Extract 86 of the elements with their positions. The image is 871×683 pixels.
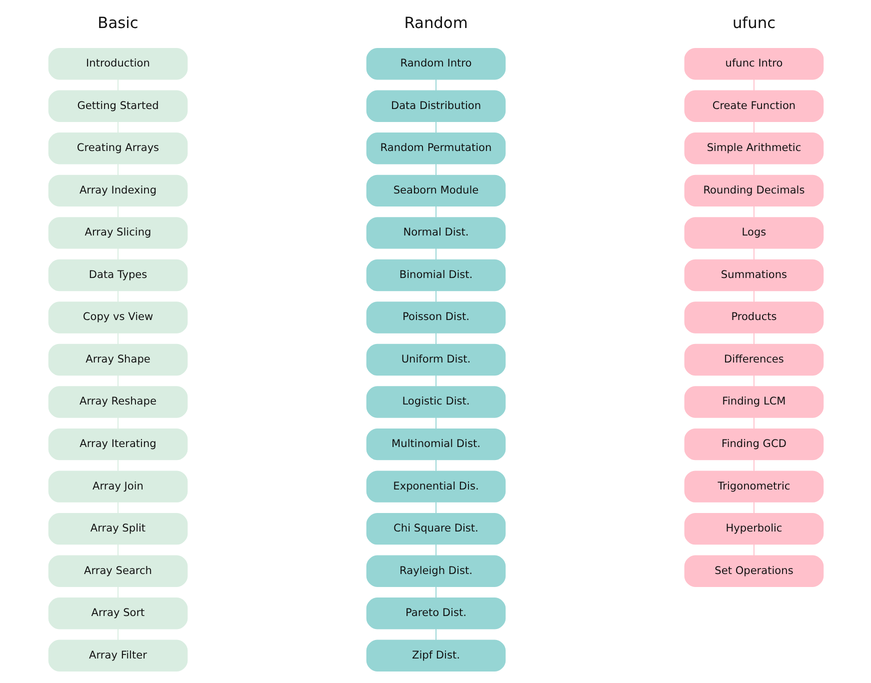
connector [753,121,754,134]
connector [435,417,436,430]
connector [435,628,436,640]
connector [117,502,118,514]
node-box: Copy vs View [48,302,188,334]
node-box: Simple Arithmetic [684,132,824,164]
node-box: Array Split [48,512,188,545]
node-box: Hyperbolic [684,512,824,545]
node-box: Data Types [48,259,188,292]
connector [753,502,754,514]
node-box: Logs [684,217,824,249]
connector [117,374,118,387]
node-box: Create Function [684,90,824,122]
connector [435,544,436,556]
connector [753,417,754,430]
node-box: Poisson Dist. [366,302,506,334]
node-box: Zipf Dist. [366,640,506,672]
connector [117,544,118,556]
node-box: Finding GCD [684,428,824,460]
connector [435,332,436,345]
node-box: Array Indexing [48,174,188,207]
connector [753,163,754,176]
connector [117,121,118,134]
connector [435,374,436,387]
connector [753,459,754,472]
connector [117,332,118,345]
node-box: Array Join [48,470,188,502]
node-box: Data Distribution [366,90,506,122]
node-box: Summations [684,259,824,292]
node-box: Array Filter [48,640,188,672]
connector [435,502,436,514]
node-box: Pareto Dist. [366,598,506,630]
connector [753,206,754,218]
connector [753,332,754,345]
node-box: Exponential Dis. [366,470,506,502]
node-box: Logistic Dist. [366,386,506,418]
connector [435,121,436,134]
connector [435,586,436,598]
node-box: Array Slicing [48,217,188,249]
node-box: Differences [684,344,824,376]
node-box: Array Shape [48,344,188,376]
connector [753,374,754,387]
connector [117,628,118,640]
connector [117,459,118,472]
connector [117,290,118,302]
node-box: Seaborn Module [366,174,506,207]
node-box: Products [684,302,824,334]
connector [117,206,118,218]
node-box: Random Intro [366,48,506,80]
node-box: Array Reshape [48,386,188,418]
node-box: Set Operations [684,555,824,587]
connector [753,78,754,91]
node-box: Rayleigh Dist. [366,555,506,587]
connector [753,248,754,260]
connector [435,290,436,302]
node-box: ufunc Intro [684,48,824,80]
connector [117,78,118,91]
node-box: Array Sort [48,598,188,630]
connector [435,78,436,91]
connector [753,544,754,556]
node-box: Uniform Dist. [366,344,506,376]
node-box: Trigonometric [684,470,824,502]
connector [435,163,436,176]
connector [753,290,754,302]
node-box: Rounding Decimals [684,174,824,207]
node-box: Random Permutation [366,132,506,164]
connector [435,459,436,472]
node-box: Introduction [48,48,188,80]
label: Basic [97,14,138,32]
node-box: Getting Started [48,90,188,122]
node-box: Creating Arrays [48,132,188,164]
node-box: Chi Square Dist. [366,512,506,545]
node-box: Finding LCM [684,386,824,418]
connector [117,417,118,430]
label: Random [404,14,468,32]
node-box: Multinomial Dist. [366,428,506,460]
node-box: Binomial Dist. [366,259,506,292]
connector [117,586,118,598]
connector [435,248,436,260]
connector [117,248,118,260]
label: ufunc [732,14,776,32]
node-box: Normal Dist. [366,217,506,249]
connector [435,206,436,218]
connector [117,163,118,176]
node-box: Array Iterating [48,428,188,460]
node-box: Array Search [48,555,188,587]
